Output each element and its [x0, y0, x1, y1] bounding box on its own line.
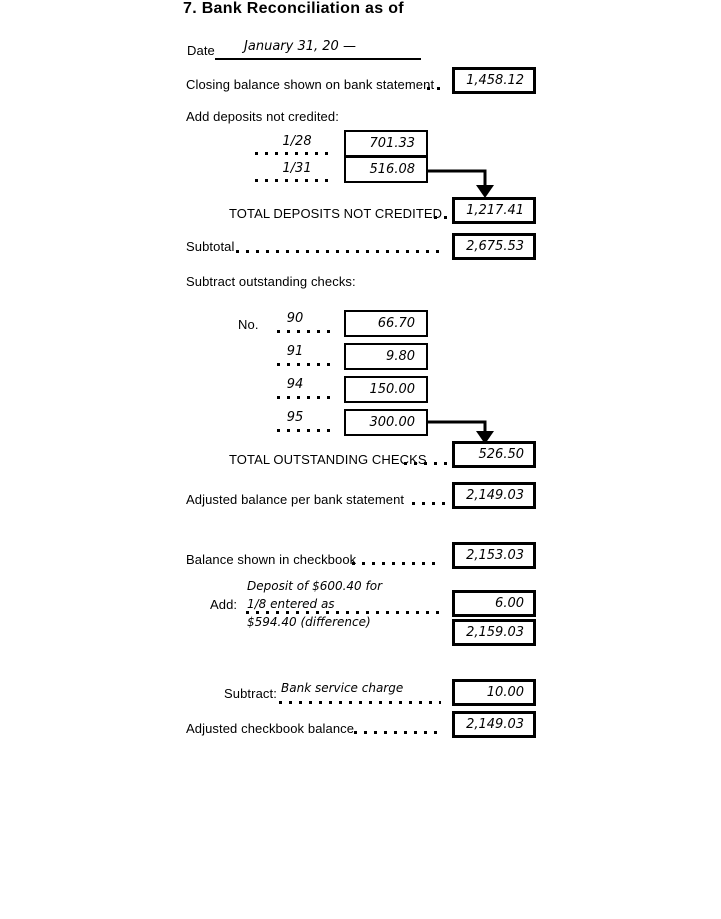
- deposit-date-2: 1/31: [282, 161, 312, 176]
- subtract-amount-box: 10.00: [452, 679, 536, 706]
- check-number-3: 94: [286, 377, 304, 392]
- closing-balance-leader-dots: [427, 87, 443, 90]
- date-label: Date: [187, 43, 215, 58]
- closing-balance-box: 1,458.12: [452, 67, 536, 94]
- adjusted-checkbook-leader-dots: [354, 731, 440, 734]
- add-subtotal-box: 2,159.03: [452, 619, 536, 646]
- checks-flow-arrow: [428, 420, 494, 444]
- total-deposits-label: TOTAL DEPOSITS NOT CREDITED: [229, 206, 443, 221]
- checks-heading: Subtract outstanding checks:: [186, 274, 356, 289]
- closing-balance-label: Closing balance shown on bank statement: [186, 77, 435, 92]
- deposit-leader-1: [255, 152, 335, 155]
- total-checks-leader-dots: [404, 462, 448, 465]
- adjusted-checkbook-balance-box: 2,149.03: [452, 711, 536, 738]
- subtract-leader-dots: [279, 701, 441, 704]
- total-checks-label: TOTAL OUTSTANDING CHECKS: [229, 452, 427, 467]
- adjusted-bank-balance-label: Adjusted balance per bank statement: [186, 492, 405, 507]
- add-leader-dots: [246, 611, 440, 614]
- check-leader-1: [277, 330, 337, 333]
- deposits-heading: Add deposits not credited:: [186, 109, 339, 124]
- check-number-4: 95: [286, 410, 304, 425]
- deposit-date-1: 1/28: [282, 134, 312, 149]
- page-title: 7. Bank Reconciliation as of: [183, 0, 404, 17]
- check-leader-4: [277, 429, 337, 432]
- subtotal-leader-dots: [236, 250, 440, 253]
- check-amount-box-1: 66.70: [344, 310, 428, 337]
- total-checks-box: 526.50: [452, 441, 536, 468]
- checkbook-balance-leader-dots: [352, 562, 440, 565]
- subtract-note: Bank service charge: [281, 681, 404, 695]
- check-no-label: No.: [238, 317, 259, 332]
- check-amount-box-4: 300.00: [344, 409, 428, 436]
- deposit-amount-box-2: 516.08: [344, 156, 428, 183]
- date-value: January 31, 20 —: [244, 39, 356, 54]
- check-amount-box-2: 9.80: [344, 343, 428, 370]
- add-note-line-2: 1/8 entered as: [247, 597, 335, 611]
- add-amount-box: 6.00: [452, 590, 536, 617]
- adjusted-bank-leader-dots: [412, 502, 448, 505]
- total-deposits-leader-dots: [434, 216, 448, 219]
- deposit-leader-2: [255, 179, 335, 182]
- adjusted-bank-balance-box: 2,149.03: [452, 482, 536, 509]
- deposits-flow-arrow: [428, 169, 494, 198]
- check-number-2: 91: [286, 344, 304, 359]
- adjusted-checkbook-balance-label: Adjusted checkbook balance: [186, 721, 355, 736]
- total-deposits-box: 1,217.41: [452, 197, 536, 224]
- deposit-amount-box-1: 701.33: [344, 130, 428, 157]
- check-amount-box-3: 150.00: [344, 376, 428, 403]
- check-leader-3: [277, 396, 337, 399]
- add-note-line-1: Deposit of $600.40 for: [247, 579, 383, 593]
- check-number-1: 90: [286, 311, 304, 326]
- checkbook-balance-label: Balance shown in checkbook: [186, 552, 357, 567]
- check-leader-2: [277, 363, 337, 366]
- add-note-line-3: $594.40 (difference): [247, 615, 371, 629]
- subtract-label: Subtract:: [224, 686, 277, 701]
- subtotal-box: 2,675.53: [452, 233, 536, 260]
- add-label: Add:: [210, 597, 238, 612]
- subtotal-label: Subtotal: [186, 239, 235, 254]
- date-underline: [215, 58, 421, 60]
- checkbook-balance-box: 2,153.03: [452, 542, 536, 569]
